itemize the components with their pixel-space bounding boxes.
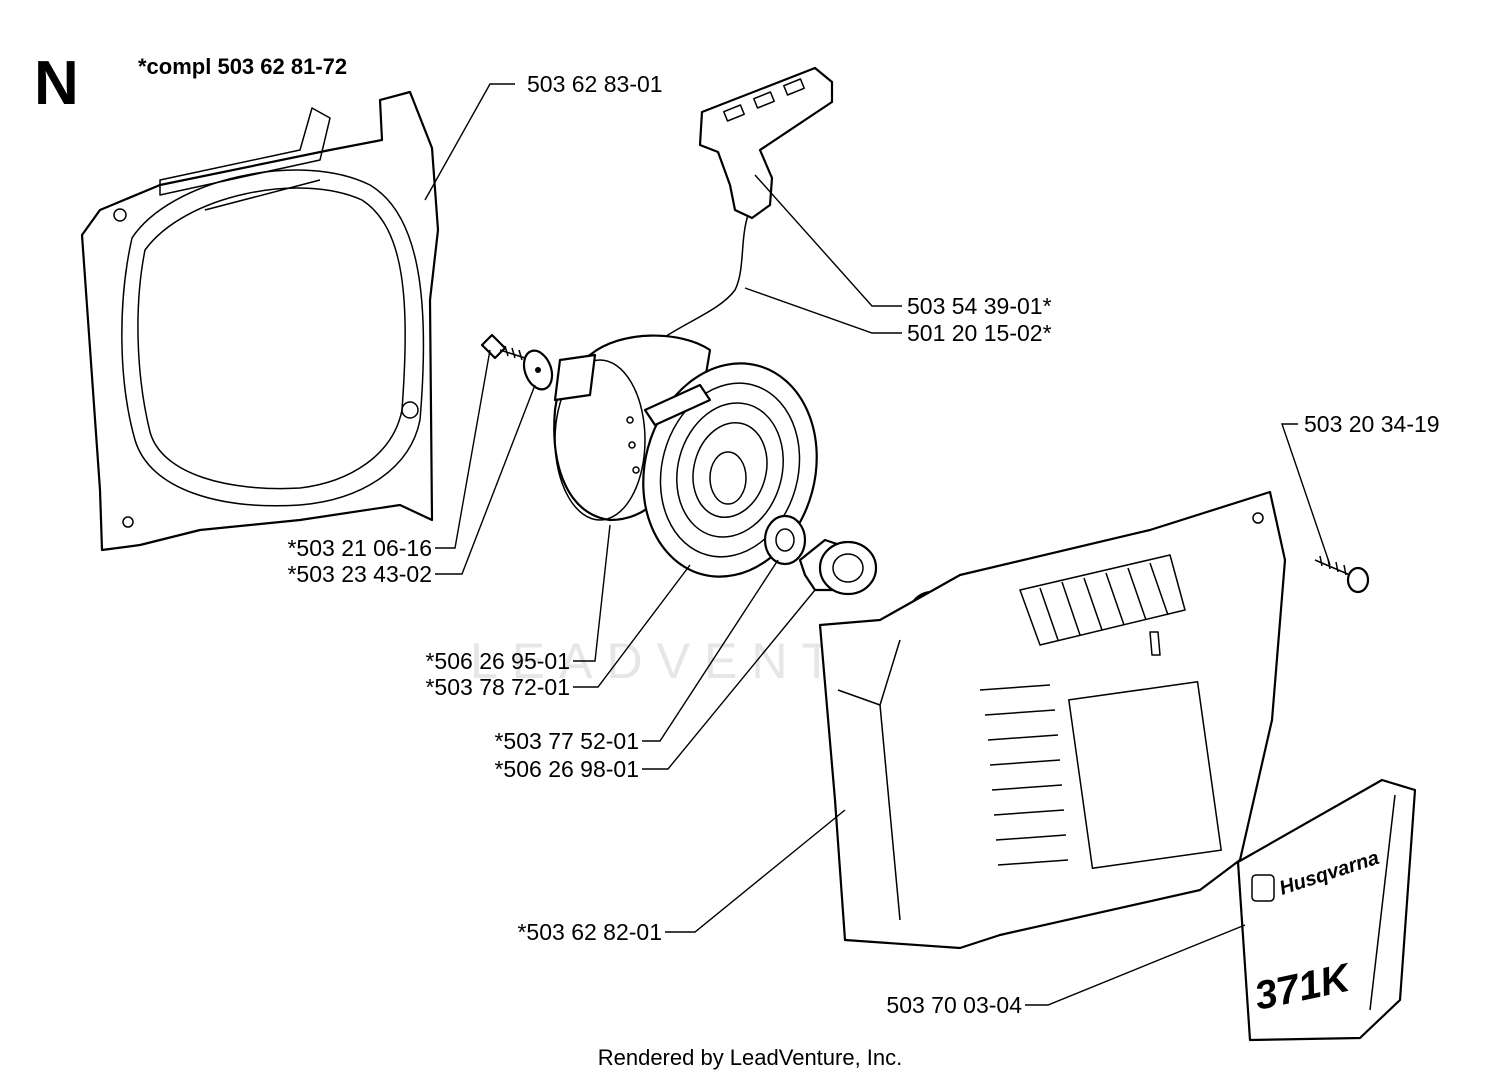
footer-credit: Rendered by LeadVenture, Inc. (598, 1045, 903, 1070)
part-label-503-62-82-01: *503 62 82-01 (517, 919, 662, 945)
part-label-503-23-43-02: *503 23 43-02 (287, 561, 432, 587)
section-letter: N (34, 49, 79, 118)
part-label-503-54-39-01: 503 54 39-01* (907, 293, 1052, 319)
part-label-503-62-83-01: 503 62 83-01 (527, 71, 663, 97)
starter-handle-drawing (659, 66, 834, 341)
part-label-503-20-34-19: 503 20 34-19 (1304, 411, 1440, 437)
cover-screw-drawing (1314, 555, 1370, 594)
part-label-506-26-95-01: *506 26 95-01 (425, 648, 570, 674)
part-label-506-26-98-01: *506 26 98-01 (494, 756, 639, 782)
part-label-501-20-15-02: 501 20 15-02* (907, 320, 1052, 346)
assembly-note: *compl 503 62 81-72 (138, 54, 347, 79)
part-label-503-21-06-16: *503 21 06-16 (287, 535, 432, 561)
leader-lines (424, 83, 1331, 1006)
part-label-503-70-03-04: 503 70 03-04 (886, 992, 1022, 1018)
decal-drawing: Husqvarna 371K (1236, 778, 1417, 1042)
part-label-503-78-72-01: *503 78 72-01 (425, 674, 570, 700)
starter-cover-drawing (818, 490, 1287, 950)
part-label-503-77-52-01: *503 77 52-01 (494, 728, 639, 754)
screw-washer-drawing (480, 333, 554, 391)
fan-housing-drawing (80, 90, 440, 552)
